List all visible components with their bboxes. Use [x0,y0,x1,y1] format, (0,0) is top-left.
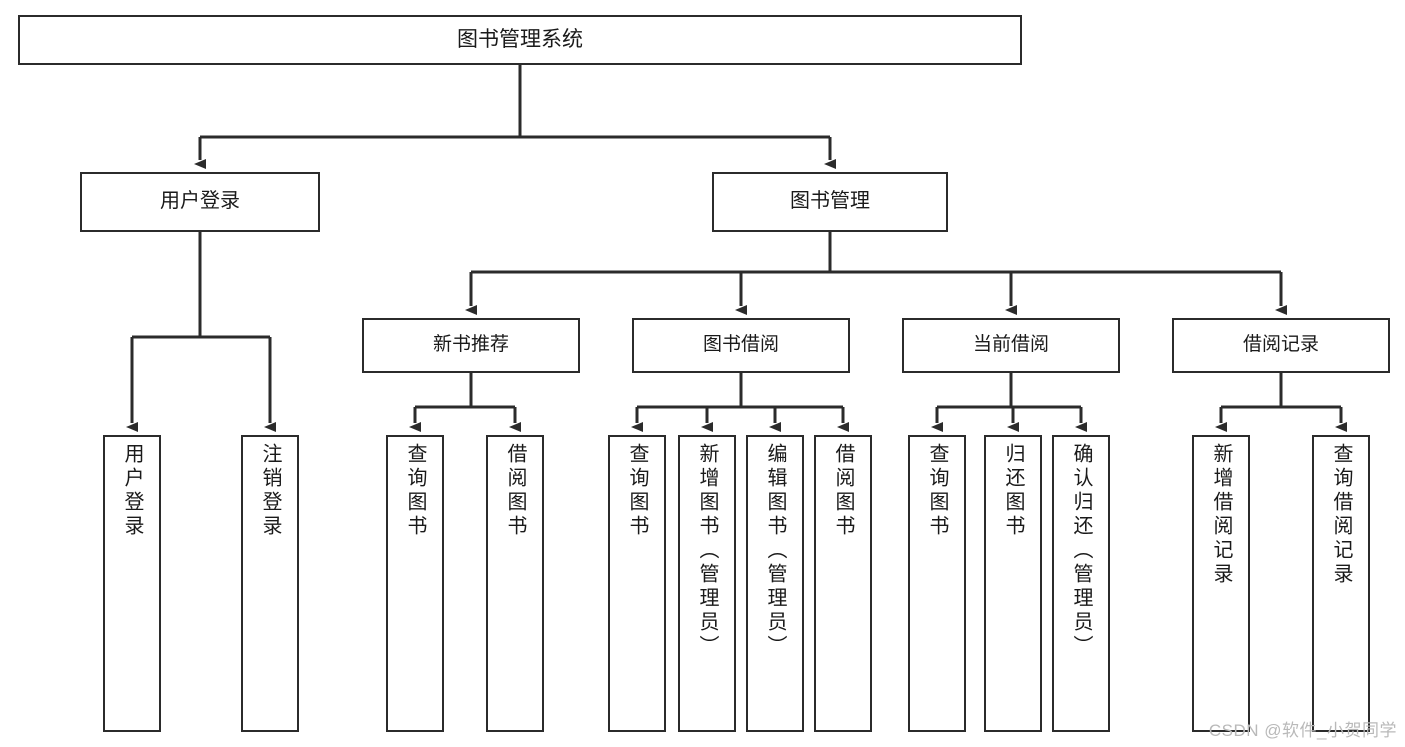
node-leaf-confirm-return[interactable]: 确认归还（管理员） [1052,435,1110,732]
node-leaf-return-book[interactable]: 归还图书 [984,435,1042,732]
node-label: 查询图书 [926,443,948,539]
node-user-login[interactable]: 用户登录 [80,172,320,232]
node-leaf-borrow-book-1[interactable]: 借阅图书 [486,435,544,732]
node-label: 注销登录 [259,443,281,539]
node-leaf-query-book-2[interactable]: 查询图书 [608,435,666,732]
node-root[interactable]: 图书管理系统 [18,15,1022,65]
node-leaf-query-book-1[interactable]: 查询图书 [386,435,444,732]
node-borrow-record[interactable]: 借阅记录 [1172,318,1390,373]
node-leaf-user-login[interactable]: 用户登录 [103,435,161,732]
node-leaf-logout[interactable]: 注销登录 [241,435,299,732]
node-label: 查询借阅记录 [1330,443,1352,587]
node-new-book-rec[interactable]: 新书推荐 [362,318,580,373]
node-book-manage[interactable]: 图书管理 [712,172,948,232]
node-label: 借阅图书 [504,443,526,539]
node-leaf-query-book-3[interactable]: 查询图书 [908,435,966,732]
node-label: 新书推荐 [432,334,509,356]
node-label: 新增借阅记录 [1210,443,1232,587]
node-leaf-borrow-book-2[interactable]: 借阅图书 [814,435,872,732]
node-label: 归还图书 [1002,443,1024,539]
node-leaf-query-record[interactable]: 查询借阅记录 [1312,435,1370,732]
node-label: 用户登录 [160,190,240,213]
node-leaf-add-record[interactable]: 新增借阅记录 [1192,435,1250,732]
node-label: 当前借阅 [972,334,1049,356]
node-leaf-edit-book[interactable]: 编辑图书（管理员） [746,435,804,732]
node-label: 查询图书 [404,443,426,539]
node-leaf-add-book[interactable]: 新增图书（管理员） [678,435,736,732]
node-current-borrow[interactable]: 当前借阅 [902,318,1120,373]
node-label: 查询图书 [626,443,648,539]
node-label: 编辑图书（管理员） [764,443,786,659]
node-label: 图书管理 [790,190,870,213]
node-label: 确认归还（管理员） [1070,443,1092,659]
node-label: 借阅图书 [832,443,854,539]
node-label: 新增图书（管理员） [696,443,718,659]
csdn-watermark: CSDN @软件_小贺同学 [1208,721,1397,740]
node-label: 图书管理系统 [457,27,583,51]
node-label: 图书借阅 [702,334,779,356]
node-label: 用户登录 [121,443,143,539]
node-label: 借阅记录 [1242,334,1319,356]
node-book-borrow[interactable]: 图书借阅 [632,318,850,373]
